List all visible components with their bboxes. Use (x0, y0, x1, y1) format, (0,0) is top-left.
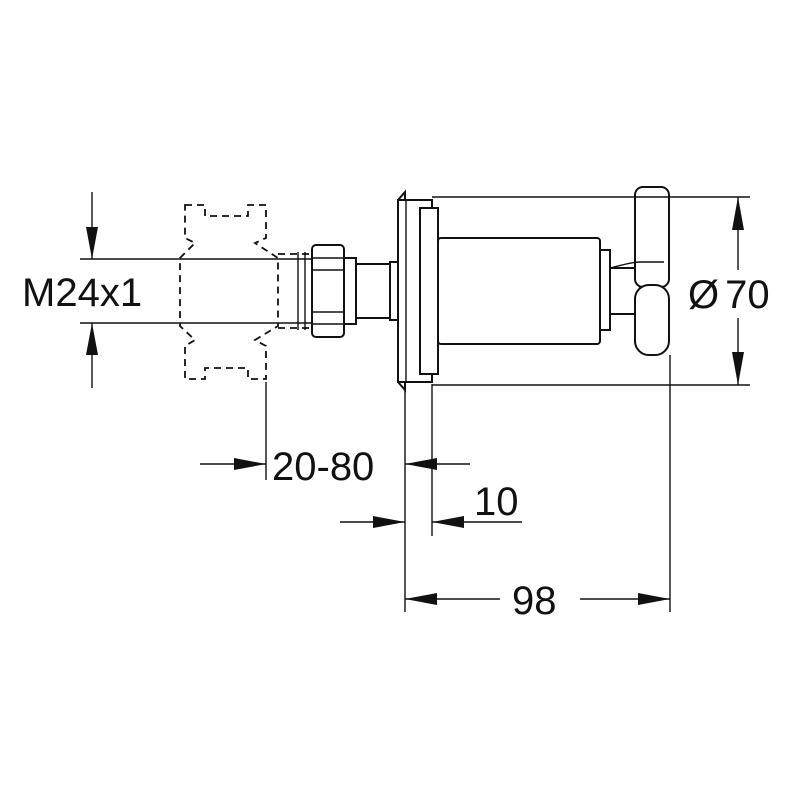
flange-dimension: 10 (340, 480, 522, 528)
depth-label: 98 (512, 579, 557, 623)
wall-range-label: 20-80 (272, 445, 374, 489)
depth-dimension: 98 (405, 579, 670, 623)
valve-body (437, 237, 611, 345)
wall-rosette (397, 189, 439, 393)
wall-range-dimension: 20-80 (200, 445, 470, 489)
cross-handle (609, 186, 670, 356)
thread-label: M24x1 (22, 271, 142, 315)
thread-dimension: M24x1 (22, 192, 142, 388)
valve-stem (343, 257, 399, 325)
hex-nut (311, 244, 345, 338)
flange-label: 10 (474, 480, 519, 524)
thread-reference-lines (80, 252, 318, 330)
wall-fitting-outline (179, 204, 310, 380)
